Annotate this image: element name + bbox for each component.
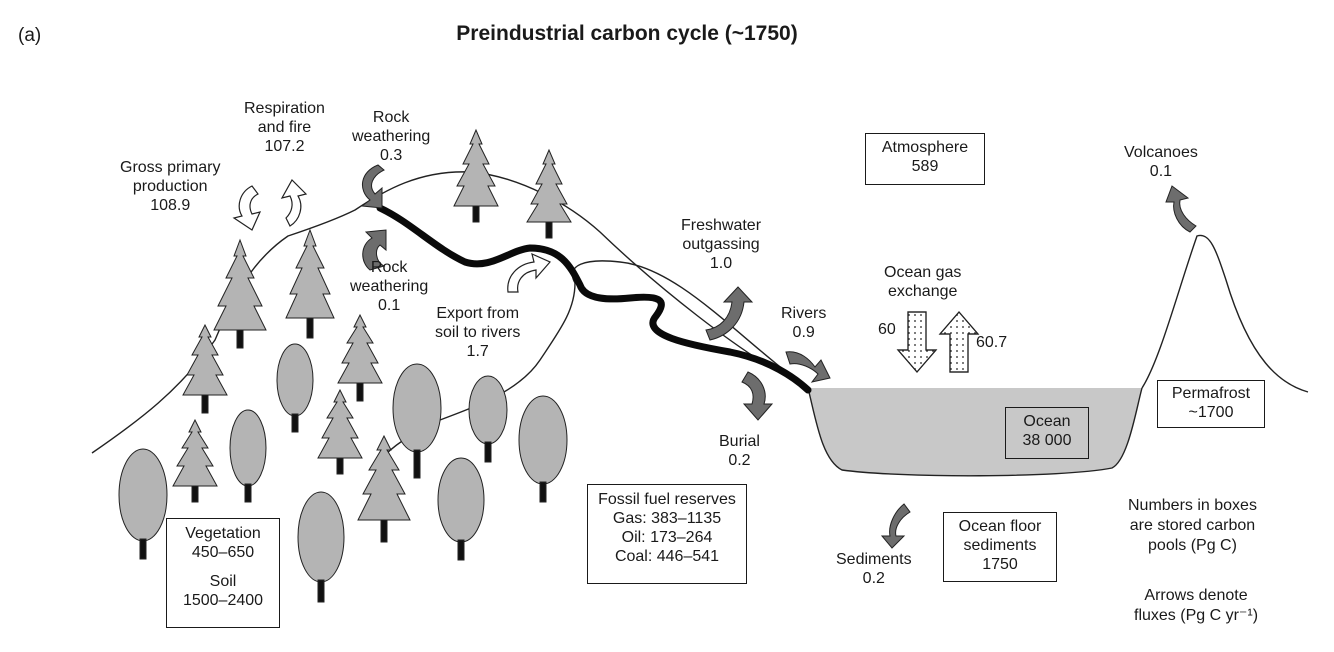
ocean-pool-box: Ocean 38 000 (1005, 407, 1089, 459)
dark-flux-arrows (360, 164, 1197, 549)
deciduous-trees (118, 343, 568, 603)
ocean-gas-arrows (896, 311, 980, 373)
vegetation-soil-box: Vegetation 450–650 Soil 1500–2400 (166, 518, 280, 628)
conifer-trees (172, 128, 572, 543)
atmosphere-pool-box: Atmosphere 589 (865, 133, 985, 185)
export-flux-label: Export from soil to rivers 1.7 (435, 305, 521, 360)
legend-pools-note: Numbers in boxes are stored carbon pools… (1128, 497, 1257, 554)
permafrost-pool-box: Permafrost ~1700 (1157, 380, 1265, 428)
volcanoes-flux-label: Volcanoes 0.1 (1124, 144, 1198, 180)
legend-fluxes-note: Arrows denote fluxes (Pg C yr⁻¹) (1134, 587, 1259, 624)
freshwater-outgassing-label: Freshwater outgassing 1.0 (681, 217, 762, 272)
fossil-seam (376, 204, 812, 394)
ocean-floor-sediments-box: Ocean floor sediments 1750 (943, 512, 1057, 582)
sediments-flux-label: Sediments 0.2 (836, 551, 912, 587)
respiration-flux-label: Respiration and fire 107.2 (244, 100, 325, 155)
gpp-flux-label: Gross primary production 108.9 (120, 159, 221, 214)
ocean-uptake-value: 60 (878, 321, 896, 338)
burial-flux-label: Burial 0.2 (719, 433, 760, 469)
ocean-gas-exchange-label: Ocean gas exchange (884, 264, 962, 300)
ocean-water (808, 388, 1142, 476)
panel-label: (a) (18, 25, 42, 46)
rivers-flux-label: Rivers 0.9 (781, 305, 827, 341)
rock-weathering-mid-label: Rock weathering 0.1 (350, 259, 429, 314)
ocean-release-value: 60.7 (976, 334, 1008, 351)
diagram-title: Preindustrial carbon cycle (~1750) (456, 22, 798, 45)
fossil-fuel-reserves-box: Fossil fuel reserves Gas: 383–1135 Oil: … (587, 484, 747, 584)
rock-weathering-top-label: Rock weathering 0.3 (352, 109, 431, 164)
white-flux-arrows (232, 179, 551, 293)
